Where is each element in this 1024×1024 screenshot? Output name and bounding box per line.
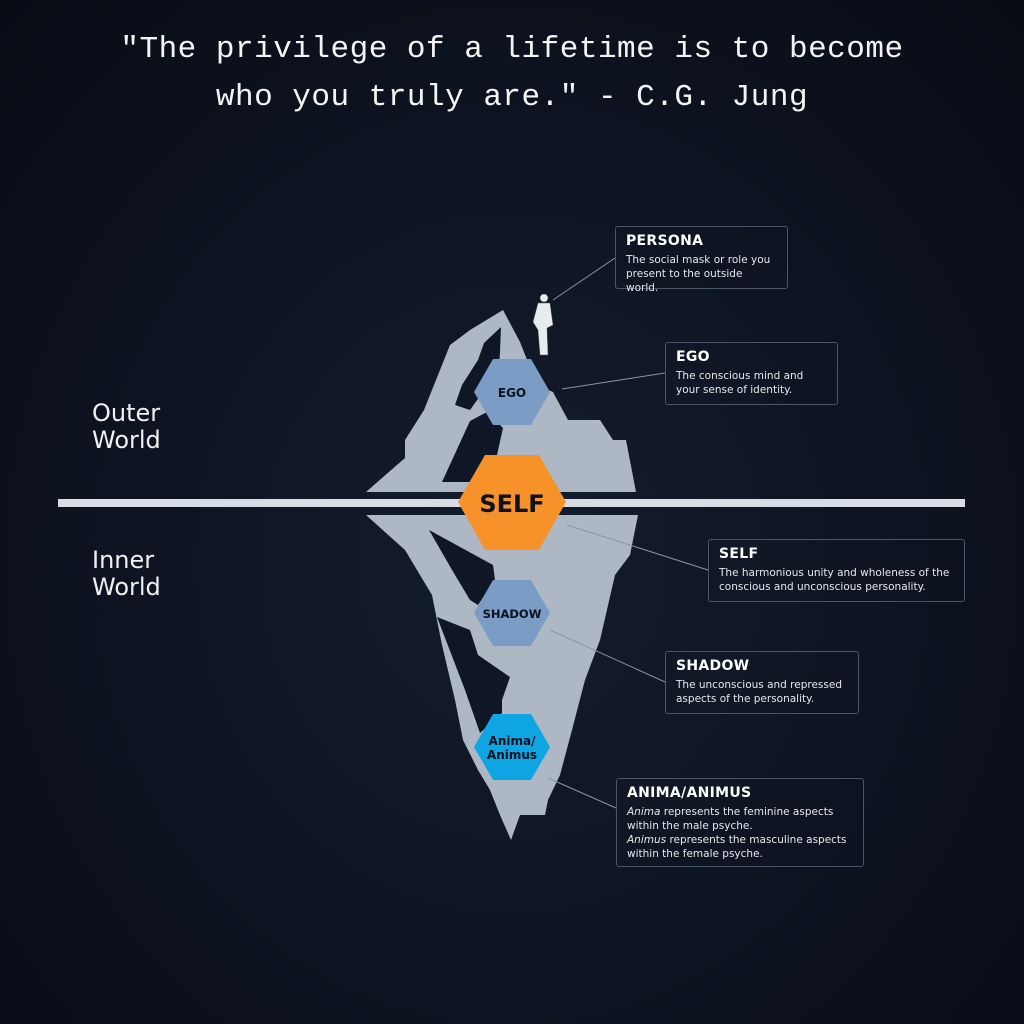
persona-box: PERSONA The social mask or role you pres… — [615, 226, 788, 294]
inner-world-line-2: World — [92, 573, 161, 601]
anima-description: represents the feminine aspects within t… — [627, 806, 834, 832]
hexagon-anima-label-1: Anima/ — [489, 734, 537, 748]
self-title: SELF — [719, 546, 759, 562]
ego-text: The conscious mind and your sense of ide… — [676, 370, 804, 396]
anima-animus-box: ANIMA/ANIMUS Anima represents the femini… — [616, 778, 864, 867]
animus-word: Animus — [627, 834, 667, 846]
hexagon-shadow-shape — [474, 580, 550, 646]
hexagon-shadow[interactable]: SHADOW — [474, 580, 550, 646]
anima-word: Anima — [627, 806, 661, 818]
outer-world-line-2: World — [92, 426, 161, 454]
anima-text: Anima represents the feminine aspects wi… — [627, 805, 853, 861]
ego-box: EGO The conscious mind and your sense of… — [665, 342, 838, 405]
quote-line-2: who you truly are." - C.G. Jung — [215, 80, 809, 115]
hexagon-ego-shape — [474, 359, 550, 425]
quote-line-1: "The privilege of a lifetime is to becom… — [120, 32, 904, 67]
shadow-text: The unconscious and repressed aspects of… — [676, 679, 842, 705]
hexagon-shadow-label: SHADOW — [483, 607, 542, 621]
hexagon-anima-shape — [474, 714, 550, 780]
inner-world-line-1: Inner — [92, 546, 155, 574]
anima-title: ANIMA/ANIMUS — [627, 785, 752, 801]
shadow-box: SHADOW The unconscious and repressed asp… — [665, 651, 859, 714]
hexagon-ego[interactable]: EGO — [474, 359, 550, 425]
shadow-title: SHADOW — [676, 658, 750, 674]
hexagon-self-label: SELF — [479, 490, 544, 518]
self-text: The harmonious unity and wholeness of th… — [719, 567, 950, 593]
persona-text: The social mask or role you present to t… — [626, 254, 771, 294]
hexagon-self[interactable]: SELF — [458, 455, 566, 550]
outer-world-line-1: Outer — [92, 399, 161, 427]
hexagon-anima-animus[interactable]: Anima/ Animus — [474, 714, 550, 780]
hexagon-self-shape — [458, 455, 566, 550]
persona-title: PERSONA — [626, 233, 704, 249]
animus-description: represents the masculine aspects within … — [627, 834, 847, 860]
self-box: SELF The harmonious unity and wholeness … — [708, 539, 965, 602]
ego-title: EGO — [676, 349, 710, 365]
iceberg-bottom — [366, 515, 638, 840]
hexagon-ego-label: EGO — [498, 386, 526, 400]
hexagon-anima-label-2: Animus — [487, 748, 537, 762]
outer-world-label: Outer World — [92, 400, 161, 454]
inner-world-label: Inner World — [92, 547, 161, 601]
person-figure-icon — [532, 293, 554, 356]
quote: "The privilege of a lifetime is to becom… — [0, 26, 1024, 122]
connector-lines — [547, 257, 709, 809]
